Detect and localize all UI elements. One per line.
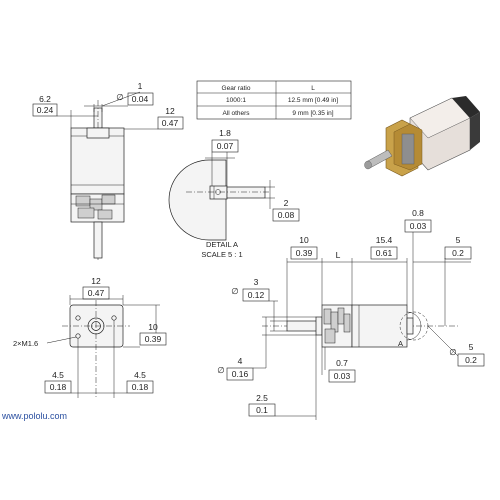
table-cell-ratio-1: 1000:1 — [226, 97, 246, 104]
diameter-symbol-5: ∅ — [449, 347, 457, 357]
dim-terminal-thk: 0.8 0.03 — [404, 208, 432, 318]
dim-terminal-len-in: 0.2 — [452, 248, 464, 258]
dim-hole-left-mm: 4.5 — [52, 370, 64, 380]
dim-plate-thk-mm: 0.7 — [336, 358, 348, 368]
footer-url[interactable]: www.pololu.com — [2, 411, 68, 421]
dim-shaft-length: 10 0.39 — [286, 235, 352, 321]
dim-front-height-mm: 10 — [148, 322, 158, 332]
dim-boss-dia-in: 0.16 — [232, 369, 249, 379]
dim-flat-len-in: 0.08 — [278, 210, 295, 220]
dim-shaft-flat-mm: 1 — [138, 81, 143, 91]
table-header-gear-ratio: Gear ratio — [222, 85, 251, 92]
dim-shaft-offset-in: 0.24 — [37, 105, 54, 115]
dim-pin-dia-mm: 5 — [469, 342, 474, 352]
dim-pin-dia-in: 0.2 — [465, 355, 477, 365]
diameter-symbol-3: ∅ — [231, 286, 239, 296]
dim-motor-length-in: 0.61 — [376, 248, 393, 258]
spec-table: Gear ratio L 1000:1 12.5 mm [0.49 in] Al… — [196, 80, 352, 120]
dim-hole-right-in: 0.18 — [132, 382, 149, 392]
dim-boss-dia-mm: 4 — [238, 356, 243, 366]
dim-boss-len: 2.5 0.1 — [248, 335, 317, 420]
side-view — [262, 304, 460, 348]
dim-width-top-mm: 12 — [165, 106, 175, 116]
dim-flat-depth-in: 0.07 — [217, 141, 234, 151]
dim-boss-len-in: 0.1 — [256, 405, 268, 415]
dim-width-top-in: 0.47 — [162, 118, 179, 128]
dim-shaft-length-mm: 10 — [299, 235, 309, 245]
dim-terminal-thk-in: 0.03 — [410, 221, 427, 231]
dim-front-height-in: 0.39 — [145, 334, 162, 344]
dim-hole-right: 4.5 0.18 — [96, 320, 154, 398]
dim-hole-right-mm: 4.5 — [134, 370, 146, 380]
top-view — [70, 100, 125, 260]
dim-front-width-in: 0.47 — [88, 288, 105, 298]
dim-terminal-thk-mm: 0.8 — [412, 208, 424, 218]
dim-shaft-length-in: 0.39 — [296, 248, 313, 258]
dim-front-width: 12 0.47 — [69, 276, 124, 305]
dim-shaft-dia-mm: 3 — [254, 277, 259, 287]
dim-motor-length-mm: 15.4 — [376, 235, 393, 245]
detail-title: DETAIL A — [206, 240, 238, 249]
table-cell-ratio-2: All others — [222, 110, 250, 117]
dim-shaft-flat-in: 0.04 — [132, 94, 149, 104]
dim-length-l-label: L — [336, 250, 341, 260]
dim-plate-thk-in: 0.03 — [334, 371, 351, 381]
dim-holes: 2×M1.6 — [13, 336, 77, 348]
detail-a-label: DETAIL A SCALE 5 : 1 — [201, 240, 242, 259]
dim-flat-len-mm: 2 — [284, 198, 289, 208]
dim-plate-thk: 0.7 0.03 — [321, 347, 356, 383]
dim-terminal-len: 5 0.2 — [413, 235, 472, 326]
diameter-symbol-4: ∅ — [217, 365, 225, 375]
spec-table-frame — [196, 80, 352, 120]
dim-motor-length: 15.4 0.61 — [352, 235, 408, 305]
dim-shaft-offset-mm: 6.2 — [39, 94, 51, 104]
dim-length-l: L — [336, 250, 353, 305]
dim-front-height: 10 0.39 — [123, 304, 167, 348]
front-view — [62, 300, 130, 398]
dim-shaft-dia-in: 0.12 — [248, 290, 265, 300]
shaft-flat-section — [168, 159, 270, 241]
dim-pin-dia: ∅ 5 0.2 — [427, 325, 485, 367]
table-cell-l-1: 12.5 mm [0.49 in] — [288, 97, 338, 104]
dim-flat-len: 2 0.08 — [265, 180, 300, 222]
dim-terminal-len-mm: 5 — [456, 235, 461, 245]
dim-hole-left: 4.5 0.18 — [44, 338, 96, 398]
dim-width-top: 12 0.47 — [124, 106, 184, 130]
dim-boss-len-mm: 2.5 — [256, 393, 268, 403]
table-cell-l-2: 9 mm [0.35 in] — [292, 110, 333, 117]
dim-boss-dia: ∅ 4 0.16 — [217, 316, 316, 381]
holes-label: 2×M1.6 — [13, 339, 38, 348]
motor-isometric-render — [364, 96, 480, 177]
dim-shaft-dia: ∅ 3 0.12 — [231, 277, 287, 332]
dim-shaft-offset: 6.2 0.24 — [32, 94, 98, 128]
dim-flat-depth-mm: 1.8 — [219, 128, 231, 138]
dim-front-width-mm: 12 — [91, 276, 101, 286]
diameter-symbol-1: ∅ — [116, 92, 124, 102]
detail-scale: SCALE 5 : 1 — [201, 250, 242, 259]
dim-shaft-flat: ∅ 1 0.04 — [84, 81, 154, 112]
table-header-l: L — [311, 85, 315, 92]
dim-flat-depth: 1.8 0.07 — [205, 128, 239, 186]
dim-hole-left-in: 0.18 — [50, 382, 67, 392]
detail-marker: A — [398, 339, 403, 348]
